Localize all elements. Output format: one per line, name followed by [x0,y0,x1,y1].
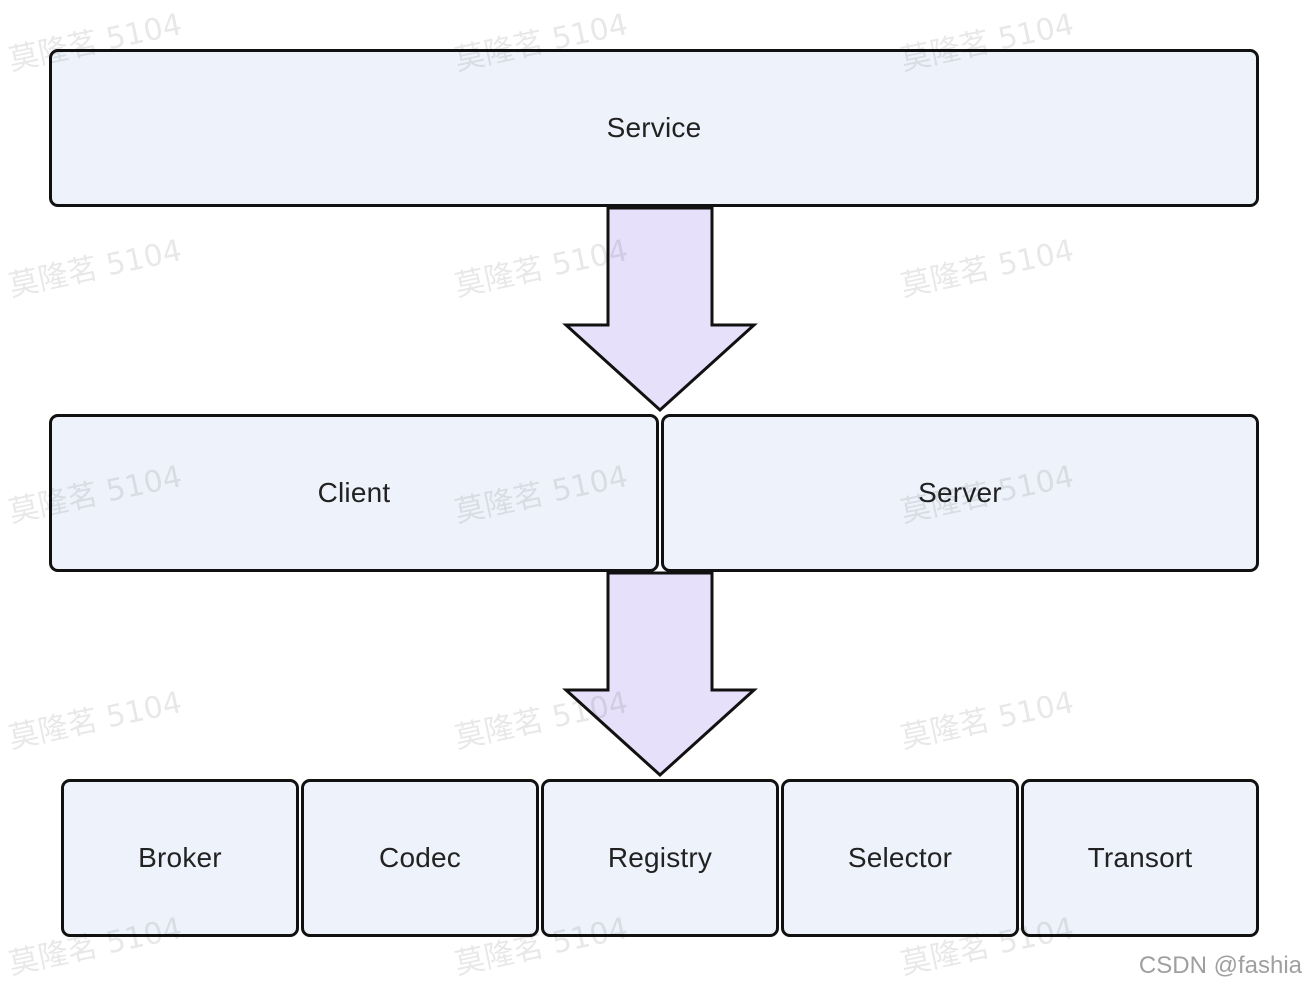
transort-box: Transort [1021,779,1259,937]
selector-box: Selector [781,779,1019,937]
broker-label: Broker [138,842,222,873]
broker-box: Broker [61,779,299,937]
transort-label: Transort [1087,842,1193,873]
registry-box: Registry [541,779,779,937]
watermark: 莫隆茗 5104 [5,685,185,757]
codec-label: Codec [379,842,461,873]
down-arrow-2-shape [562,571,758,778]
watermark: 莫隆茗 5104 [897,685,1077,757]
down-arrow-2 [562,571,758,778]
watermark: 莫隆茗 5104 [897,233,1077,305]
server-label: Server [918,477,1002,508]
watermark: 莫隆茗 5104 [5,233,185,305]
credit-text: CSDN @fashia [1138,952,1302,979]
service-label: Service [606,112,702,143]
down-arrow-1 [562,206,758,413]
down-arrow-1-shape [562,206,758,413]
selector-label: Selector [847,842,953,873]
client-label: Client [317,477,391,508]
client-box: Client [49,414,659,572]
registry-label: Registry [607,842,713,873]
codec-box: Codec [301,779,539,937]
service-box: Service [49,49,1259,207]
server-box: Server [661,414,1259,572]
